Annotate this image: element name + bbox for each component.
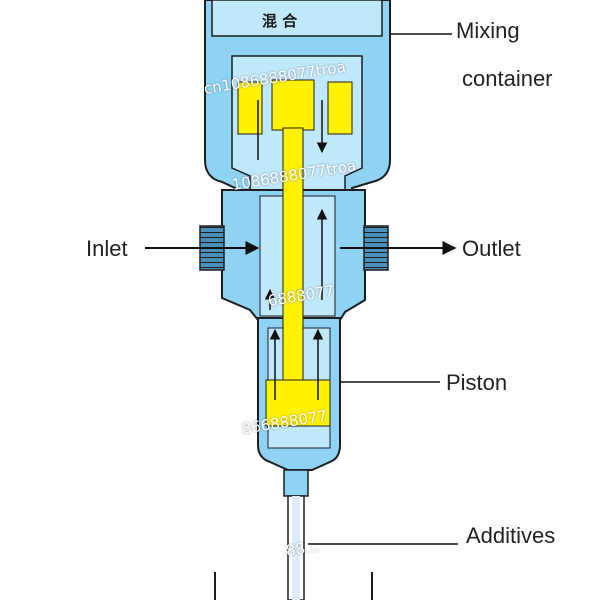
piston-foot <box>265 379 331 427</box>
inlet-label: Inlet <box>86 236 128 261</box>
additives-label: Additives <box>466 523 556 548</box>
container-top-band <box>211 0 383 37</box>
additive-tube-inner <box>292 496 300 600</box>
additive-tube-fitting <box>283 469 309 497</box>
outlet-label: Outlet <box>462 236 521 261</box>
piston-label: Piston <box>446 370 508 395</box>
piston-side-block-right <box>327 81 353 135</box>
mixing-container-label-line2: container <box>462 66 553 91</box>
mixing-container-label-line1: Mixing <box>456 18 520 43</box>
piston-rod <box>282 127 304 389</box>
additive-container <box>214 572 373 600</box>
piston-head-top <box>271 79 315 131</box>
container-cjk-label: 混 合 <box>262 12 298 30</box>
